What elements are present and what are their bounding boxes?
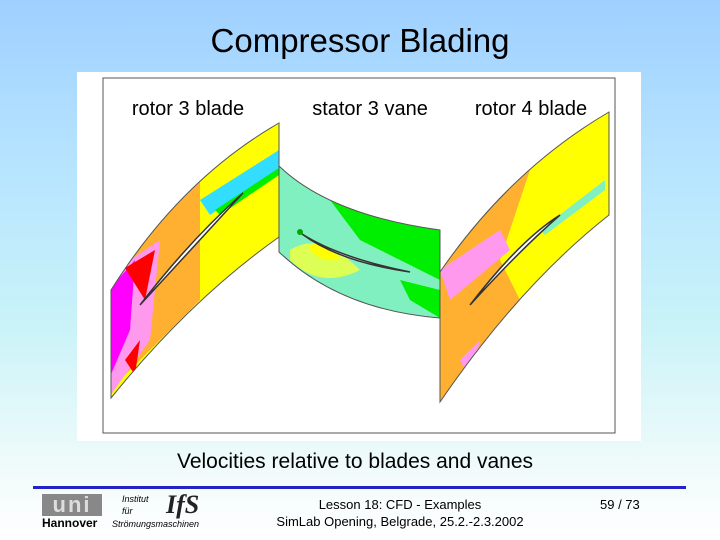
logo-fur: für [122,506,133,516]
footer-lesson: Lesson 18: CFD - Examples [318,497,482,512]
logo-institut: Institut [122,494,149,504]
rotor4-blade [469,214,561,306]
label-rotor4: rotor 4 blade [475,98,587,120]
slide-title: Compressor Blading [210,22,510,59]
logo-ifs: IfS [166,490,200,519]
university-logo: uni Hannover Institut für IfS Strömungsm… [40,490,220,534]
label-stator3: stator 3 vane [312,98,428,120]
footer-event: SimLab Opening, Belgrade, 25.2.-2.3.2002 [276,514,524,529]
label-rotor3: rotor 3 blade [132,98,244,120]
cfd-velocity-figure: rotor 3 blade stator 3 vane rotor 4 blad… [77,72,641,441]
logo-hannover: Hannover [42,516,98,530]
slide-caption: Velocities relative to blades and vanes [176,450,534,473]
blade-contour-plot: rotor 3 blade stator 3 vane rotor 4 blad… [102,77,616,434]
rotor3-blade [139,192,244,306]
logo-department: Strömungsmaschinen [112,519,200,529]
stator3-vane [301,233,411,273]
page-number: 59 / 73 [600,497,640,512]
footer-divider [33,486,686,489]
uni-logo: uni [42,494,102,516]
